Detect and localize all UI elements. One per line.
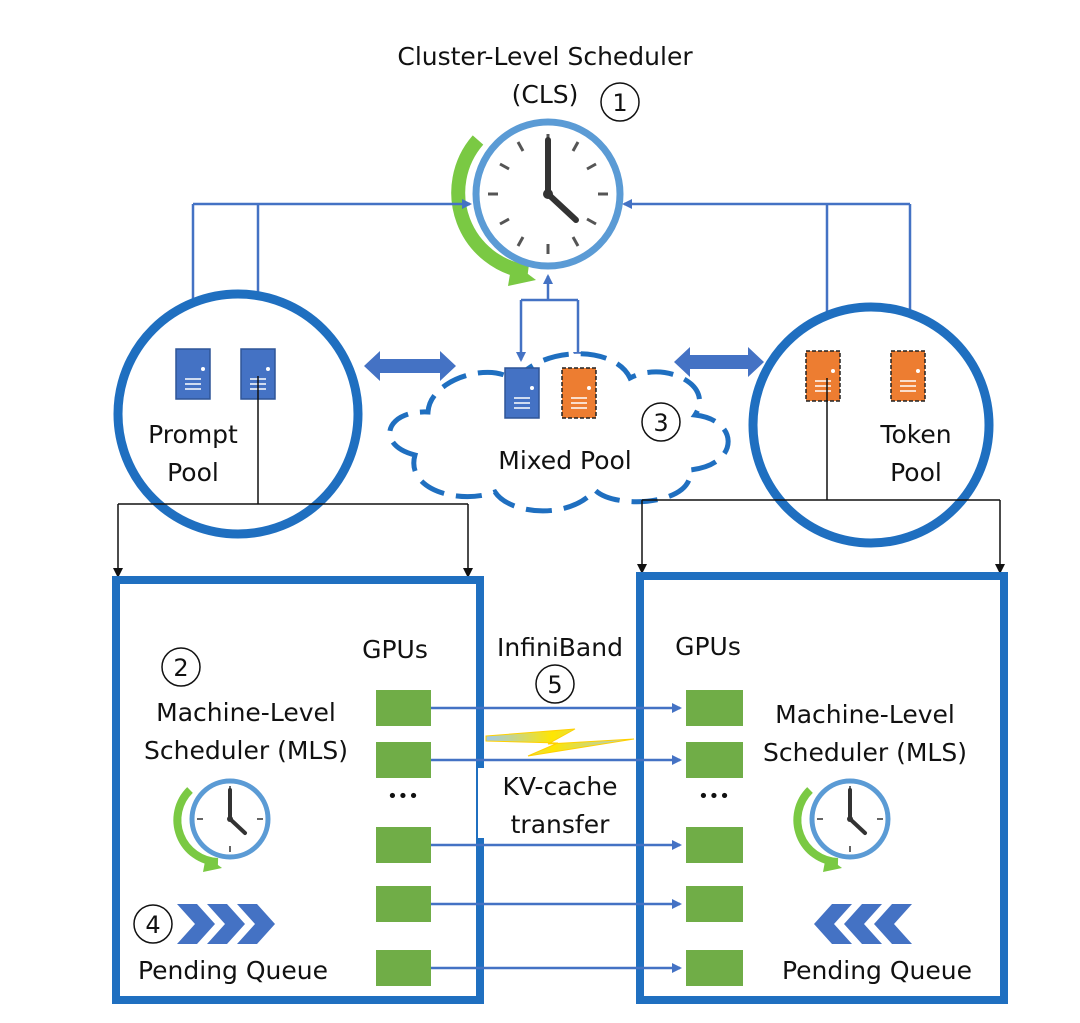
kv-transfer-label-backdrop (478, 768, 628, 838)
gpu-block (376, 690, 431, 726)
prompt-server-icon (175, 348, 211, 400)
left-pending-queue-icon (177, 904, 275, 944)
infiniband-label: InfiniBand (497, 633, 623, 662)
prompt-pool-label-line1: Prompt (148, 420, 238, 449)
prompt-pool: Prompt Pool (113, 289, 363, 539)
cls-clock-icon (451, 118, 624, 286)
kv-transfer-label-line1: KV-cache (502, 772, 617, 801)
mixed-server-orange-icon (561, 367, 597, 419)
right-pending-queue-label: Pending Queue (782, 956, 972, 985)
step-5-badge: 5 (535, 664, 575, 704)
left-mls-label-line1: Machine-Level (156, 698, 336, 727)
right-ellipsis: ••• (698, 786, 730, 807)
gpu-block (686, 690, 743, 726)
right-gpus-label: GPUs (675, 632, 741, 661)
svg-text:1: 1 (612, 89, 627, 117)
right-pending-queue-icon (814, 904, 912, 944)
left-gpus-label: GPUs (362, 635, 428, 664)
token-server-icon (805, 350, 841, 402)
step-2-badge: 2 (161, 647, 201, 687)
pool-machine-links (113, 376, 1005, 578)
mixed-server-blue-icon (504, 367, 540, 419)
left-ellipsis: ••• (387, 786, 419, 807)
left-mls-label-line2: Scheduler (MLS) (144, 736, 348, 765)
right-gpu-stack (686, 690, 743, 986)
token-pool-label-line1: Token (879, 420, 951, 449)
gpu-block (376, 950, 431, 986)
right-mls-label-line2: Scheduler (MLS) (763, 738, 967, 767)
gpu-block (686, 950, 743, 986)
token-pool-label-line2: Pool (890, 458, 942, 487)
gpu-block (686, 827, 743, 863)
cls-abbr: (CLS) (512, 80, 579, 109)
lightning-icon (485, 728, 635, 757)
cls-title: Cluster-Level Scheduler (397, 42, 693, 71)
gpu-block (376, 886, 431, 922)
step-1-badge: 1 (600, 82, 640, 122)
mixed-pool: Mixed Pool 3 (387, 351, 731, 514)
gpu-block (376, 827, 431, 863)
left-mls-clock-icon (173, 778, 271, 872)
kv-transfer-label-line2: transfer (511, 810, 610, 839)
gpu-block (376, 742, 431, 778)
prompt-machine: 2 Machine-Level Scheduler (MLS) GPUs •••… (112, 576, 484, 1004)
svg-text:4: 4 (145, 911, 160, 939)
right-mls-label-line1: Machine-Level (775, 700, 955, 729)
right-mls-clock-icon (793, 778, 891, 872)
token-server-icon (890, 350, 926, 402)
mixed-pool-label: Mixed Pool (498, 446, 631, 475)
prompt-pool-label-line2: Pool (167, 458, 219, 487)
token-pool: Token Pool (748, 302, 994, 548)
prompt-mixed-double-arrow (364, 351, 456, 381)
step-3-badge: 3 (641, 402, 681, 442)
token-machine: GPUs Machine-Level Scheduler (MLS) ••• P… (636, 572, 1008, 1004)
mixed-token-double-arrow (674, 347, 764, 377)
svg-text:2: 2 (173, 654, 188, 682)
gpu-block (686, 886, 743, 922)
gpu-block (686, 742, 743, 778)
left-gpu-stack (376, 690, 431, 986)
svg-text:5: 5 (547, 671, 562, 699)
left-pending-queue-label: Pending Queue (138, 956, 328, 985)
infiniband-links (431, 703, 682, 973)
step-4-badge: 4 (133, 904, 173, 944)
svg-text:3: 3 (653, 409, 668, 437)
